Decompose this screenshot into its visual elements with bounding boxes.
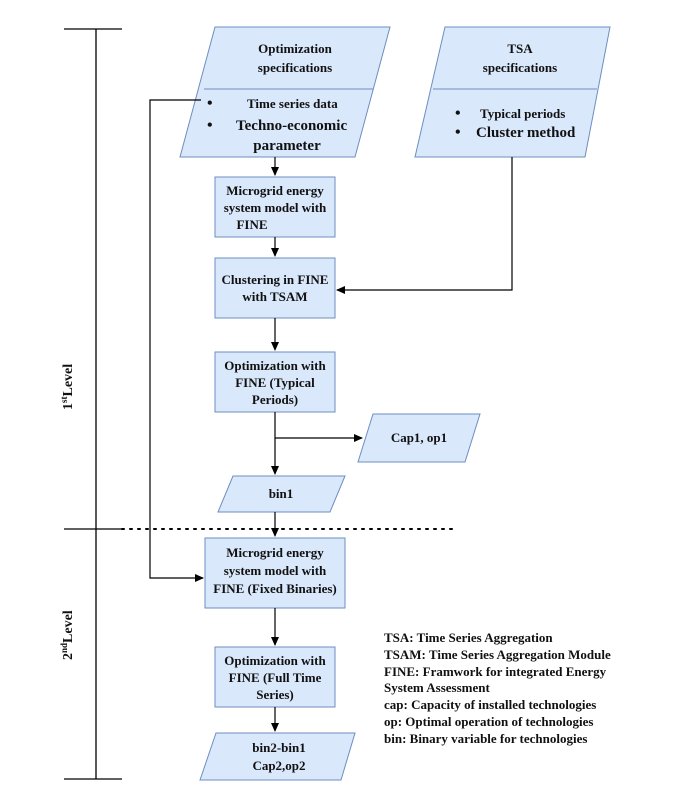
edge-tsa-to-clustering — [336, 157, 513, 294]
output-bin1-shape — [217, 475, 346, 513]
process-model-fine-line2: system model with — [224, 200, 327, 215]
optimization-spec-bullet-1: Time series data — [247, 96, 338, 111]
optimization-spec-bullet-2: Techno-economic — [236, 118, 347, 134]
level-axis — [64, 28, 122, 780]
process-model-fine-line1: Microgrid energy — [226, 183, 324, 198]
process-clustering-box — [214, 257, 336, 319]
tsa-spec-title-line1: TSA — [507, 41, 533, 56]
output-cap1-op1-shape — [357, 413, 481, 463]
process-opt-full-box — [214, 646, 336, 708]
second-level-label: 2ndLevel — [59, 610, 76, 660]
output-bin1-label: bin1 — [269, 486, 294, 501]
process-model-fixed-box — [204, 537, 346, 609]
tsa-spec-bullet-2: Cluster method — [476, 125, 576, 141]
output-final-line1: bin2-bin1 — [252, 740, 305, 755]
output-cap1-op1-label: Cap1, op1 — [391, 430, 447, 445]
process-opt-typical-line3: Periods) — [252, 392, 298, 407]
tsa-spec-title-line2: specifications — [483, 60, 557, 75]
legend-line-6: op: Optimal operation of technologies — [384, 714, 593, 729]
legend-line-2: TSAM: Time Series Aggregation Module — [384, 647, 611, 662]
optimization-specifications-node: Optimization specifications • Time serie… — [179, 26, 391, 158]
legend: TSA: Time Series Aggregation TSAM: Time … — [384, 630, 611, 746]
tsa-specifications-node: TSA specifications • Typical periods • C… — [414, 26, 611, 158]
process-opt-typical-line1: Optimization with — [224, 358, 326, 373]
edges — [149, 99, 513, 732]
process-opt-full-line1: Optimization with — [224, 653, 326, 668]
process-opt-full-line3: Series) — [256, 687, 294, 702]
bullet-icon: • — [455, 105, 461, 122]
legend-line-5: cap: Capacity of installed technologies — [384, 697, 596, 712]
optimization-specifications-shape — [179, 26, 391, 158]
optimization-spec-title-line1: Optimization — [258, 41, 332, 56]
process-model-fine-box — [214, 176, 336, 238]
bullet-icon: • — [455, 124, 461, 141]
bullet-icon: • — [207, 95, 213, 112]
optimization-spec-title-line2: specifications — [258, 60, 332, 75]
output-final: bin2-bin1 Cap2,op2 — [199, 732, 356, 781]
process-model-fixed-line3: FINE (Fixed Binaries) — [213, 581, 337, 596]
output-bin1: bin1 — [217, 475, 346, 513]
legend-line-1: TSA: Time Series Aggregation — [384, 630, 553, 645]
optimization-spec-bullet-2-cont: parameter — [253, 138, 321, 154]
process-opt-typical: Optimization with FINE (Typical Periods) — [214, 351, 336, 413]
output-final-line2: Cap2,op2 — [252, 758, 305, 773]
bullet-icon: • — [207, 117, 213, 134]
process-opt-typical-line2: FINE (Typical — [235, 375, 315, 390]
process-model-fixed: Microgrid energy system model with FINE … — [204, 537, 346, 609]
process-model-fine-line3: FINE — [236, 217, 267, 232]
process-model-fixed-line1: Microgrid energy — [226, 545, 324, 560]
process-opt-full: Optimization with FINE (Full Time Series… — [214, 646, 336, 708]
tsa-spec-bullet-1: Typical periods — [480, 106, 565, 121]
legend-line-4: System Assessment — [384, 680, 490, 695]
first-level-label: 1stLevel — [59, 364, 76, 410]
process-clustering-line1: Clustering in FINE — [222, 272, 329, 287]
legend-line-7: bin: Binary variable for technologies — [384, 731, 587, 746]
edge-timeseries-to-model-fixed — [149, 99, 204, 582]
process-model-fine: Microgrid energy system model with FINE — [214, 176, 336, 238]
process-model-fixed-line2: system model with — [224, 563, 327, 578]
tsa-specifications-shape — [414, 26, 611, 158]
process-clustering-line2: with TSAM — [242, 289, 307, 304]
output-final-shape — [199, 732, 356, 781]
legend-line-3: FINE: Framwork for integrated Energy — [384, 664, 607, 679]
process-opt-full-line2: FINE (Full Time — [229, 670, 322, 685]
process-clustering: Clustering in FINE with TSAM — [214, 257, 336, 319]
output-cap1-op1: Cap1, op1 — [357, 413, 481, 463]
